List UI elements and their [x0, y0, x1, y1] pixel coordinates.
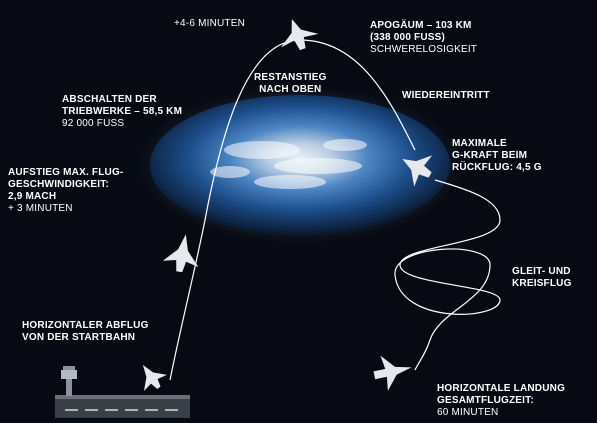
spaceplane-landing-icon [373, 355, 412, 391]
flight-path [169, 39, 501, 381]
max-g-label: MAXIMALE G-KRAFT BEIM RÜCKFLUG: 4,5 G [452, 138, 542, 173]
earth-clouds [210, 139, 367, 189]
runway [55, 395, 190, 418]
apogee-label: APOGÄUM – 103 KM (338 000 FUSS) SCHWEREL… [370, 20, 478, 55]
spaceplane-reentry-icon [402, 155, 433, 187]
gleit-label: GLEIT- UND KREISFLUG [512, 266, 572, 289]
top-time-label: +4-6 MINUTEN [174, 18, 246, 29]
aufstieg-label: AUFSTIEG MAX. FLUG- GESCHWINDIGKEIT: 2,9… [8, 167, 124, 214]
spaceplane-takeoff-icon [142, 364, 167, 391]
landung-label: HORIZONTALE LANDUNG GESAMTFLUGZEIT: 60 M… [437, 383, 566, 418]
spaceplane-climb-icon [162, 234, 199, 273]
spaceplane-apogee-icon [280, 19, 319, 51]
control-tower [61, 366, 77, 396]
wiedereintritt-label: WIEDEREINTRITT [402, 90, 490, 101]
abflug-label: HORIZONTALER ABFLUG VON DER STARTBAHN [22, 320, 149, 343]
restanstieg-label: RESTANSTIEG NACH OBEN [254, 72, 327, 95]
abschalten-label: ABSCHALTEN DER TRIEBWERKE – 58,5 KM 92 0… [62, 94, 183, 129]
